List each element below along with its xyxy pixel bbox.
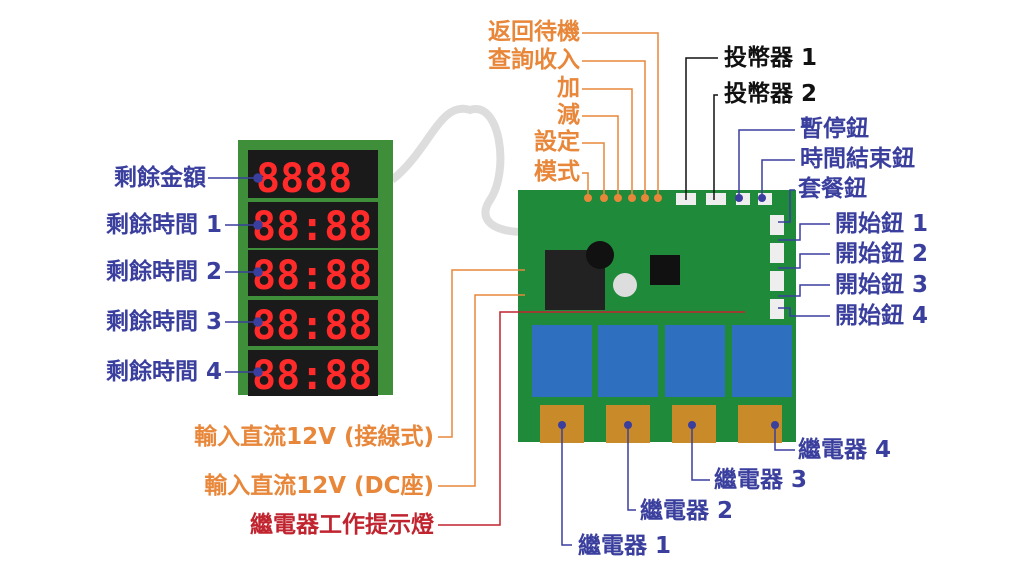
label-relay-4: 繼電器 4 — [798, 437, 892, 463]
label-start-4: 開始鈕 4 — [835, 303, 929, 329]
label-remaining-time-2: 剩餘時間 2 — [105, 259, 222, 285]
digits-1: 88:88 — [252, 204, 372, 250]
label-power-terminal: 輸入直流12V (接線式) — [194, 424, 434, 450]
label-remaining-time-1: 剩餘時間 1 — [105, 212, 222, 238]
digits-4: 88:88 — [252, 353, 372, 399]
label-start-2: 開始鈕 2 — [835, 241, 929, 267]
digits-2: 88:88 — [252, 253, 372, 299]
label-power-dc-jack: 輸入直流12V (DC座) — [204, 473, 434, 499]
cable — [389, 104, 562, 236]
right-leaders — [561, 129, 830, 546]
label-remaining-time-3: 剩餘時間 3 — [105, 309, 222, 335]
label-start-3: 開始鈕 3 — [835, 272, 929, 298]
label-coin-1: 投幣器 1 — [724, 45, 818, 71]
label-query-income: 查詢收入 — [488, 47, 580, 73]
label-minus: 減 — [557, 102, 580, 128]
label-remaining-time-4: 剩餘時間 4 — [105, 359, 222, 385]
digits-0: 8888 — [256, 156, 352, 202]
label-relay-indicator: 繼電器工作提示燈 — [250, 512, 434, 538]
label-set: 設定 — [534, 129, 580, 155]
label-plus: 加 — [557, 75, 580, 101]
label-package: 套餐鈕 — [798, 176, 867, 202]
buzzer — [586, 241, 614, 269]
label-pause: 暫停鈕 — [800, 116, 869, 142]
label-return-standby: 返回待機 — [488, 19, 580, 45]
coin-leaders — [685, 57, 718, 200]
label-relay-1: 繼電器 1 — [578, 533, 672, 559]
display-windows — [248, 150, 378, 396]
digits-3: 88:88 — [252, 303, 372, 349]
label-coin-2: 投幣器 2 — [724, 81, 818, 107]
label-relay-3: 繼電器 3 — [714, 467, 808, 493]
display-leaders — [208, 173, 263, 377]
led-leader — [438, 311, 745, 526]
label-mode: 模式 — [534, 159, 580, 185]
top-button-leaders — [438, 32, 659, 487]
label-relay-2: 繼電器 2 — [640, 498, 734, 524]
label-remaining-amount: 剩餘金額 — [114, 165, 206, 191]
relays — [532, 325, 792, 397]
mcu — [650, 255, 680, 285]
capacitor — [613, 273, 637, 297]
label-time-end: 時間結束鈕 — [800, 146, 915, 172]
label-start-1: 開始鈕 1 — [835, 211, 929, 237]
main-pcb — [518, 190, 796, 442]
